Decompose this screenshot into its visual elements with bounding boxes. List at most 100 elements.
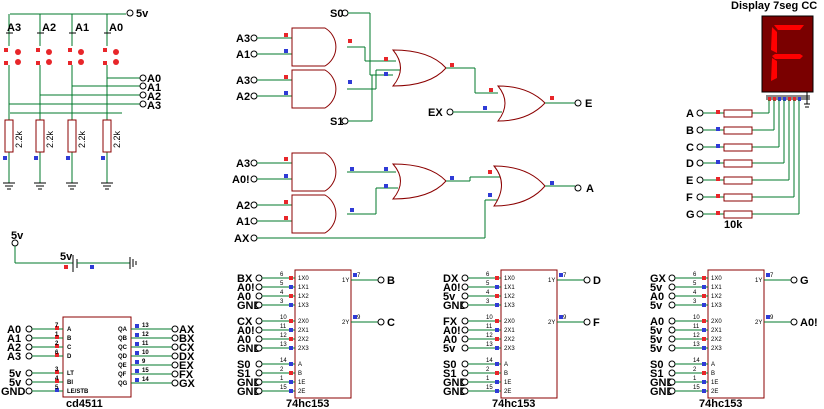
mux-pin-number: 6	[486, 272, 490, 278]
mux-input-terminal	[668, 317, 676, 325]
mux-input-terminal	[255, 387, 263, 395]
mux-output-pin-name: 2Y	[548, 320, 555, 326]
mux-pin-number: 14	[486, 358, 493, 364]
mux-input-label: GX	[650, 273, 667, 285]
mux-input-terminal	[461, 326, 469, 334]
mux-input-label: 5v	[650, 334, 663, 346]
mux-input-terminal	[461, 335, 469, 343]
svg-text:11: 11	[142, 341, 149, 347]
gate2-output-a: A	[586, 183, 594, 195]
mux-pin-number: 3	[280, 299, 284, 305]
mux-output-label: A0!	[800, 317, 818, 329]
mux-input-label: GND	[443, 300, 468, 312]
mux-output-pin-number: 7	[770, 273, 774, 279]
mux-input-label: S0	[443, 359, 456, 371]
mux-pin-number: 15	[280, 385, 287, 391]
battery-label: 5v	[60, 251, 73, 263]
svg-text:C: C	[67, 345, 72, 351]
mux-pin-number: 12	[693, 333, 700, 339]
mux-pin-name: 2X1	[504, 328, 515, 334]
mux-input-terminal	[668, 292, 676, 300]
gate1-input-a3b: A3	[236, 75, 250, 87]
svg-text:QF: QF	[118, 372, 127, 378]
svg-text:B: B	[67, 336, 72, 342]
mux-input-terminal	[255, 335, 263, 343]
mux-output-pin-name: 2Y	[342, 320, 349, 326]
cd4511-decoder: A0 A1 A2 A3 5v 5v GND 7 1 2 6	[1, 316, 196, 409]
mux-input-label: 5v	[443, 343, 456, 355]
or-gate	[492, 165, 546, 207]
mux-pin-name: 2X0	[298, 319, 309, 325]
mux-input-label: 5v	[443, 291, 456, 303]
mux-pin-number: 1	[280, 376, 284, 382]
gate1-input-s1: S1	[330, 116, 343, 128]
key-switch-a2[interactable]: A2	[36, 14, 56, 183]
mux-input-terminal	[668, 378, 676, 386]
mux-pin-name: 1X0	[504, 276, 515, 282]
mux-pin-number: 15	[693, 385, 700, 391]
gate2-input-a3: A3	[236, 158, 250, 170]
svg-text:A3: A3	[7, 351, 21, 363]
mux-pin-name: 1X1	[711, 285, 722, 291]
mux-pin-name: 2X3	[298, 346, 309, 352]
mux-input-label: GND	[650, 377, 675, 389]
mux-pin-name: 2X2	[298, 337, 309, 343]
mux-input-label: A0	[443, 334, 457, 346]
mux-input-label: S1	[650, 368, 663, 380]
gate1-output-e: E	[585, 98, 592, 110]
cd4511-outputs: AX BX CX DX EX FX GX	[179, 324, 196, 390]
battery-source: 5v 5v	[11, 230, 137, 272]
mux-pin-number: 10	[280, 315, 287, 321]
gate1-input-a3: A3	[236, 33, 250, 45]
svg-text:5v: 5v	[9, 377, 22, 389]
mux-pin-number: 2	[280, 367, 284, 373]
svg-text:QB: QB	[118, 336, 128, 342]
mux-input-terminal	[461, 292, 469, 300]
mux-input-terminal	[255, 301, 263, 309]
mux-input-terminal	[255, 274, 263, 282]
mux-input-label: A0!	[443, 282, 461, 294]
mux-input-terminal	[668, 301, 676, 309]
pulldown-resistors: 2.2k 2.2k 2.2k 2.2k	[3, 119, 122, 160]
svg-text:A0: A0	[7, 324, 21, 336]
mux-pin-name: 2X2	[504, 337, 515, 343]
mux-output-terminal	[583, 276, 591, 284]
mux-output-label: G	[800, 275, 809, 287]
segment-resistors	[723, 109, 753, 219]
mux-input-label: S1	[443, 368, 456, 380]
mux-output-label: B	[387, 275, 395, 287]
mux-pin-number: 4	[486, 290, 490, 296]
mux-pin-number: 10	[693, 315, 700, 321]
mux-pin-name: 2X3	[504, 346, 515, 352]
mux-pin-name: B	[711, 371, 715, 377]
mux-part-name: 74hc153	[286, 398, 329, 409]
svg-text:10: 10	[142, 350, 149, 356]
key-switch-a0[interactable]: A0	[103, 14, 123, 183]
mux-input-label: GND	[650, 386, 675, 398]
mux-pin-number: 5	[693, 281, 697, 287]
segment-f	[771, 27, 777, 53]
cd4511-part-name: cd4511	[66, 398, 103, 409]
svg-text:2.2k: 2.2k	[112, 130, 122, 148]
mux-input-label: A0	[650, 316, 664, 328]
svg-text:LE/STB: LE/STB	[67, 389, 89, 395]
mux-input-label: 5v	[650, 300, 663, 312]
svg-text:G: G	[686, 209, 695, 221]
segment-b	[801, 27, 806, 53]
mux-pin-name: 1X3	[711, 303, 722, 309]
key-switch-a1[interactable]: A1	[68, 14, 89, 183]
mux-pin-number: 13	[280, 342, 287, 348]
gate1-input-ex: EX	[428, 107, 443, 119]
svg-text:BI: BI	[67, 380, 73, 386]
svg-text:D: D	[67, 354, 72, 360]
resistor-value: 10k	[724, 219, 743, 231]
svg-text:EX: EX	[179, 360, 194, 372]
mux-input-terminal	[668, 369, 676, 377]
mux-input-label: S0	[237, 359, 250, 371]
or-gate	[391, 49, 447, 87]
mux-output-pin-name: 1Y	[548, 278, 555, 284]
svg-text:QG: QG	[118, 381, 128, 387]
mux-input-label: GND	[237, 300, 262, 312]
mux-pin-name: 2X0	[711, 319, 722, 325]
